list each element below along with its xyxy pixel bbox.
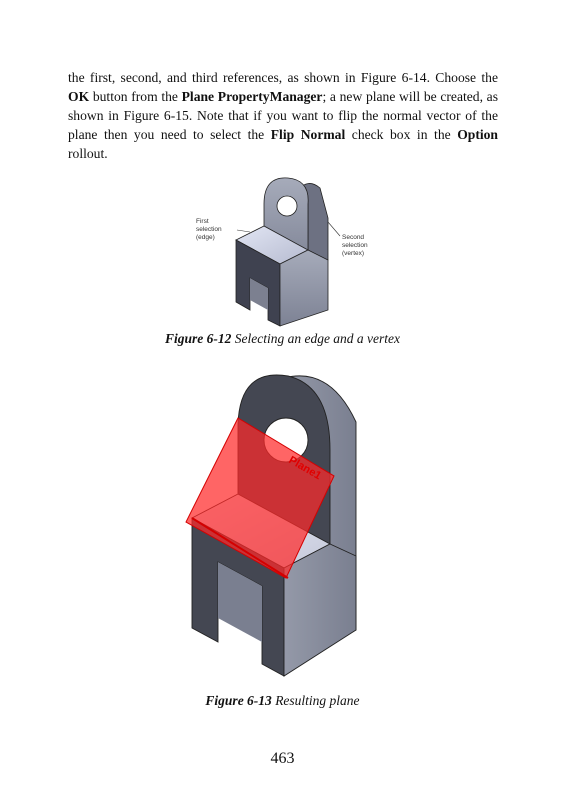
callout-second-selection: Second selection (vertex) (342, 234, 368, 257)
text-run: check box in the (345, 127, 458, 142)
base-side (279, 249, 329, 327)
text-run: button from the (89, 89, 182, 104)
bold-flip-normal: Flip Normal (270, 127, 346, 142)
text-run: the first, second, and third references,… (68, 70, 498, 85)
base-side (283, 543, 357, 677)
bold-plane-propertymanager: Plane PropertyManager (181, 89, 323, 104)
callout-first-selection: First selection (edge) (196, 218, 222, 241)
slot-back (250, 278, 268, 310)
figure-6-12-image (235, 177, 341, 327)
body-paragraph: the first, second, and third references,… (68, 68, 498, 163)
text-run: ; a new plane will be created, as shown … (68, 89, 499, 142)
page-number: 463 (270, 750, 295, 767)
text-run: rollout. (68, 146, 108, 161)
upright-hole (276, 195, 298, 217)
figure-6-12-caption: Figure 6-12 Selecting an edge and a vert… (164, 331, 401, 346)
bold-ok: OK (68, 89, 90, 104)
figure-6-13-image: Plane1 (185, 374, 357, 677)
figure-6-13-caption: Figure 6-13 Resulting plane (205, 693, 360, 708)
bold-option: Option (457, 127, 498, 142)
slot-back (218, 562, 262, 642)
